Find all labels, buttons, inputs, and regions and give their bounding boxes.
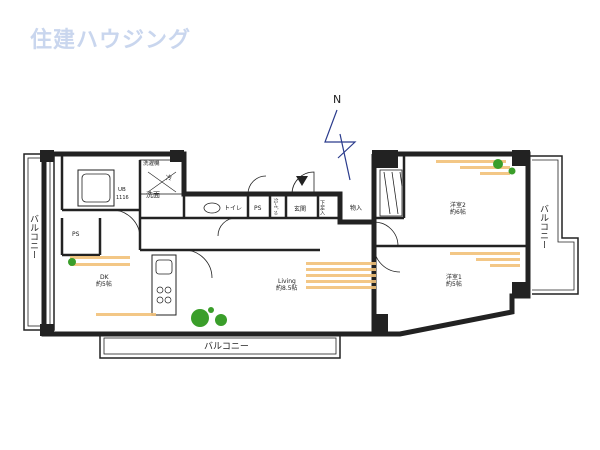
western2-size: 約6帖 [450, 208, 466, 216]
plants [68, 159, 516, 327]
compass-label: N [333, 93, 341, 106]
bath-label: UB [118, 187, 126, 193]
cupboard-label: 冷 [166, 174, 172, 182]
brand-logo: 住建ハウジング [30, 28, 192, 53]
door-swings [111, 171, 401, 279]
balcony-left-label: バルコニー [28, 214, 39, 259]
closet-western2 [379, 169, 403, 217]
kitchen-counter [151, 254, 177, 316]
compass: N [324, 93, 357, 181]
western1-label: 洋室1 [446, 273, 462, 281]
interior-walls [60, 154, 528, 257]
entrance-arrow-icon [296, 176, 308, 186]
balcony-bottom: バルコニー [99, 333, 341, 359]
balcony-left: バルコニー [23, 153, 55, 331]
plant-icon [493, 159, 503, 169]
bathroom: UB 1116 [77, 169, 129, 207]
toilet-label: トイレ [224, 205, 242, 212]
western2-label: 洋室2 [450, 201, 466, 209]
plant-icon [68, 258, 76, 266]
cabinet-label: ｸﾛｰｾﾞｯﾄ [272, 198, 279, 216]
outer-walls [41, 151, 531, 337]
washer-label: 洗濯機 [143, 159, 160, 167]
entrance: 玄関 下足入 [294, 176, 325, 215]
floor-marks [70, 160, 520, 316]
ps-left-label: PS [72, 231, 80, 238]
balcony-right-label: バルコニー [538, 204, 549, 249]
plant-icon [191, 309, 209, 327]
ldk-label: Living [278, 278, 296, 285]
shoebox-label: 下足入 [319, 200, 325, 215]
ps-upper-label: PS [254, 205, 262, 212]
ldk-size: 約8.5帖 [276, 284, 298, 292]
washroom: 洗濯機 洗面 冷 [139, 159, 185, 199]
washroom-label: 洗面 [146, 190, 160, 199]
plant-icon [215, 314, 227, 326]
columns [40, 150, 530, 336]
plant-icon [508, 167, 516, 175]
balcony-bottom-label: バルコニー [204, 341, 249, 352]
storage-label: 物入 [350, 204, 362, 212]
toilet: トイレ [203, 202, 242, 214]
entrance-label: 玄関 [294, 205, 306, 213]
dk-label: DK [100, 274, 110, 281]
western1-size: 約5帖 [446, 280, 462, 288]
compass-needle [339, 133, 351, 181]
dk-size: 約5帖 [96, 280, 112, 288]
plant-icon [208, 307, 214, 313]
compass-arrow [324, 109, 357, 159]
balcony-right: バルコニー [528, 155, 579, 295]
bath-size: 1116 [116, 195, 129, 201]
